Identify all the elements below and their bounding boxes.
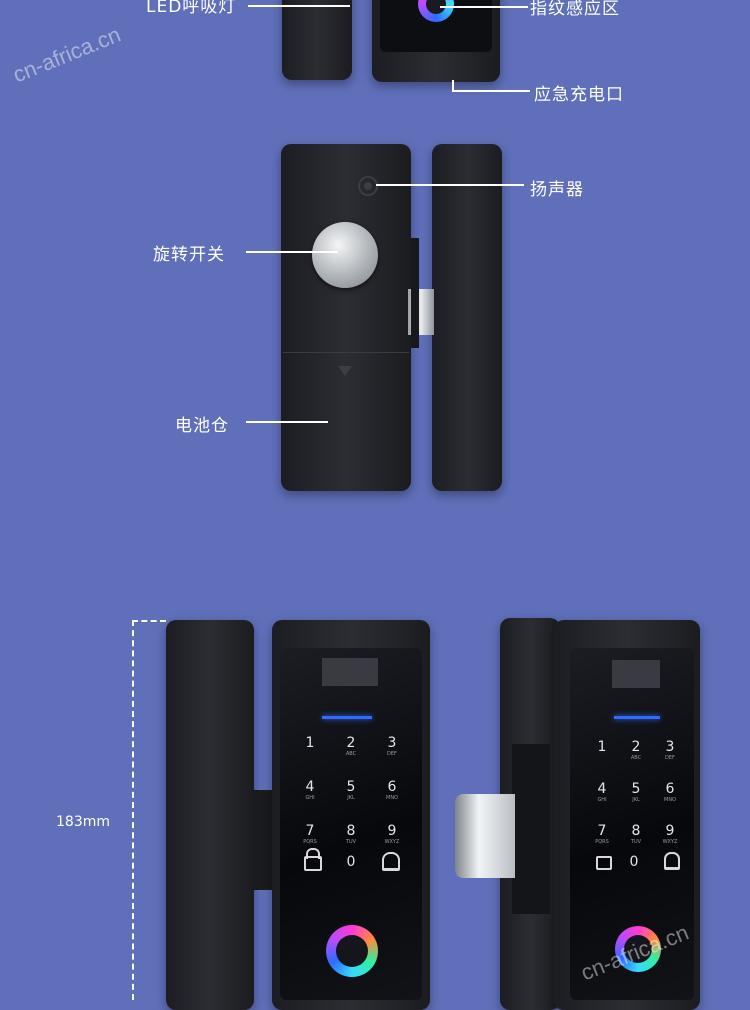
speaker-leader-line (376, 184, 524, 186)
key-letters: TUV (630, 839, 642, 845)
key-letters: MNO (386, 795, 398, 801)
bell-icon (382, 852, 400, 871)
key-letters: WXYZ (384, 839, 400, 845)
side-bell-icon (664, 852, 680, 870)
key-digit: 5 (631, 781, 641, 797)
key-letters: GHI (597, 797, 607, 803)
speaker-icon (358, 176, 378, 196)
key-digit: 1 (597, 739, 607, 755)
key-digit: 4 (305, 779, 315, 795)
side-display-window (612, 660, 660, 688)
charge-leader-line-h (452, 90, 530, 92)
back-clamp (411, 238, 419, 348)
key-digit: 2 (346, 735, 356, 751)
down-arrow-icon (338, 366, 352, 376)
side-bolt (455, 794, 515, 878)
key-digit: 9 (665, 823, 675, 839)
key-zero[interactable]: 0 (346, 854, 356, 870)
key-letters: DEF (665, 755, 675, 761)
key-digit: 8 (631, 823, 641, 839)
key-digit: 3 (387, 735, 397, 751)
key-digit: 2 (631, 739, 641, 755)
key-digit: 7 (597, 823, 607, 839)
key-digit: 5 (346, 779, 356, 795)
key-letters: ABC (630, 755, 642, 761)
key-letters: GHI (305, 795, 315, 801)
side-key-zero[interactable]: 0 (629, 854, 639, 870)
battery-cover-seam (283, 352, 409, 353)
knob-label: 旋转开关 (153, 245, 225, 265)
speaker-label: 扬声器 (530, 180, 584, 200)
key-digit: 7 (305, 823, 315, 839)
dimension-line-vertical (132, 620, 134, 1000)
front-status-indicator (322, 716, 372, 719)
key-letters: JKL (347, 795, 355, 801)
led-leader-line (248, 5, 350, 7)
rotary-knob (312, 222, 378, 288)
fingerprint-sensor-center (336, 935, 368, 967)
key-letters: PQRS (595, 839, 609, 845)
side-status-indicator (614, 716, 660, 719)
fingerprint-label: 指纹感应区 (530, 0, 620, 19)
charge-label: 应急充电口 (534, 85, 624, 105)
key-letters: ABC (345, 751, 357, 757)
key-digit: 9 (387, 823, 397, 839)
side-clamp (512, 744, 550, 914)
key-1[interactable]: 1 (298, 736, 322, 751)
key-1[interactable]: 1 (590, 740, 614, 755)
front-clamp (252, 790, 272, 890)
lock-icon-shackle (306, 848, 320, 859)
lock-icon (304, 856, 322, 871)
watermark-top: cn-africa.cn (9, 21, 125, 88)
key-digit: 1 (305, 735, 315, 751)
dimension-line-top (132, 620, 166, 622)
knob-leader-line (246, 251, 338, 253)
battery-label: 电池仓 (175, 416, 229, 436)
key-digit: 4 (597, 781, 607, 797)
key-letters: WXYZ (662, 839, 678, 845)
key-digit: 6 (387, 779, 397, 795)
dimension-label: 183mm (56, 814, 110, 830)
charge-leader-line (452, 80, 454, 92)
fingerprint-leader-line (440, 6, 528, 8)
key-letters: MNO (664, 797, 676, 803)
key-letters: TUV (345, 839, 357, 845)
key-letters: DEF (387, 751, 397, 757)
top-fingerprint-center (426, 0, 446, 14)
front-display-window (322, 658, 378, 686)
battery-leader-line (246, 421, 328, 423)
back-lock-body (281, 144, 411, 491)
led-label: LED呼吸灯 (146, 0, 237, 17)
key-digit: 3 (665, 739, 675, 755)
key-letters: JKL (632, 797, 640, 803)
speaker-dot (364, 182, 372, 190)
key-digit: 6 (665, 781, 675, 797)
side-lock-icon (596, 856, 612, 870)
top-lock-body-left (282, 0, 352, 80)
key-digit: 8 (346, 823, 356, 839)
front-strike-body (166, 620, 254, 1010)
back-strike-body (432, 144, 502, 491)
side-fingerprint-center (624, 935, 652, 963)
key-letters: PQRS (303, 839, 317, 845)
